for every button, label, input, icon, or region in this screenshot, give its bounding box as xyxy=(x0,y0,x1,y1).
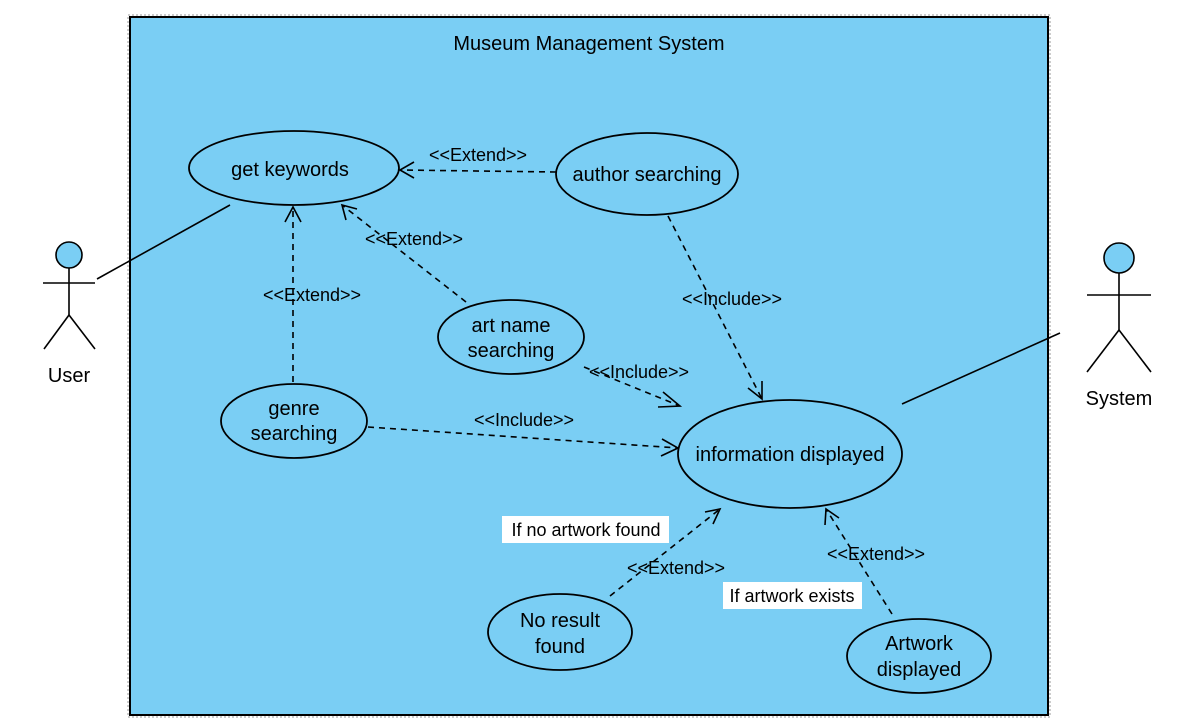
actor-system-head xyxy=(1103,242,1135,274)
association-system-information-displayed xyxy=(901,332,1061,405)
actor-user-label: User xyxy=(48,365,91,387)
use-case-get-keywords-label: get keywords xyxy=(231,159,349,181)
include-artname-arrowhead xyxy=(657,391,683,408)
extend-noresult-label: <<Extend>> xyxy=(627,558,725,578)
include-artname-label: <<Include>> xyxy=(589,362,689,382)
extend-genre-arrowhead xyxy=(284,205,302,223)
extend-author-get-keywords xyxy=(399,169,557,173)
system-title: Museum Management System xyxy=(453,33,724,55)
extend-artwork-information xyxy=(825,508,893,615)
actor-system-label: System xyxy=(1086,388,1153,410)
actor-system-right-leg xyxy=(1118,329,1152,373)
condition-noresult-label: If no artwork found xyxy=(511,520,660,540)
include-author-label: <<Include>> xyxy=(682,289,782,309)
condition-artwork-background xyxy=(723,582,862,609)
use-case-genre-searching-label-line1: genre xyxy=(268,398,319,420)
use-case-no-result-found-label-line1: No result xyxy=(520,610,600,632)
actor-user[interactable]: User xyxy=(43,241,96,387)
use-case-artwork-displayed-label-line1: Artwork xyxy=(885,633,954,655)
include-genre-label: <<Include>> xyxy=(474,410,574,430)
use-case-genre-searching-label-line2: searching xyxy=(251,423,338,445)
use-case-author-searching[interactable]: author searching xyxy=(555,132,739,216)
system-boundary-guide xyxy=(127,14,1051,718)
use-case-art-name-searching-ellipse xyxy=(437,299,585,375)
include-author-arrowhead xyxy=(747,381,763,401)
use-case-author-searching-label: author searching xyxy=(573,164,722,186)
extend-noresult-arrowhead xyxy=(704,507,722,525)
include-genre-information xyxy=(367,426,679,449)
use-case-get-keywords[interactable]: get keywords xyxy=(188,130,400,206)
use-case-information-displayed-ellipse xyxy=(677,399,903,509)
actor-user-head xyxy=(55,241,83,269)
condition-noresult-background xyxy=(502,516,669,543)
use-case-genre-searching[interactable]: genre searching xyxy=(220,383,368,459)
include-author-information xyxy=(667,215,763,400)
use-case-genre-searching-ellipse xyxy=(220,383,368,459)
extend-noresult-information xyxy=(609,508,721,597)
use-case-artwork-displayed[interactable]: Artwork displayed xyxy=(846,618,992,694)
condition-artwork-label: If artwork exists xyxy=(729,586,854,606)
extend-artname-label: <<Extend>> xyxy=(365,229,463,249)
use-case-no-result-found-ellipse xyxy=(487,593,633,671)
extend-artwork-label: <<Extend>> xyxy=(827,544,925,564)
extend-author-arrowhead xyxy=(398,161,415,179)
extend-artwork-arrowhead xyxy=(824,507,840,526)
extend-author-label: <<Extend>> xyxy=(429,145,527,165)
use-case-artwork-displayed-ellipse xyxy=(846,618,992,694)
association-user-get-keywords xyxy=(96,204,231,280)
actor-system-left-leg xyxy=(1086,329,1120,373)
extend-artname-arrowhead xyxy=(340,203,358,221)
use-case-information-displayed[interactable]: information displayed xyxy=(677,399,903,509)
use-case-no-result-found-label-line2: found xyxy=(535,636,585,658)
actor-system[interactable]: System xyxy=(1086,242,1153,410)
use-case-artwork-displayed-label-line2: displayed xyxy=(877,659,962,681)
actor-user-left-leg xyxy=(43,314,70,350)
extend-genre-label: <<Extend>> xyxy=(263,285,361,305)
use-case-art-name-searching[interactable]: art name searching xyxy=(437,299,585,375)
use-case-no-result-found[interactable]: No result found xyxy=(487,593,633,671)
use-case-information-displayed-label: information displayed xyxy=(696,444,885,466)
use-case-art-name-searching-label-line2: searching xyxy=(468,340,555,362)
use-case-get-keywords-ellipse xyxy=(188,130,400,206)
use-case-art-name-searching-label-line1: art name xyxy=(472,315,551,337)
use-case-author-searching-ellipse xyxy=(555,132,739,216)
extend-artname-get-keywords xyxy=(341,204,467,303)
actor-user-right-leg xyxy=(68,314,96,350)
